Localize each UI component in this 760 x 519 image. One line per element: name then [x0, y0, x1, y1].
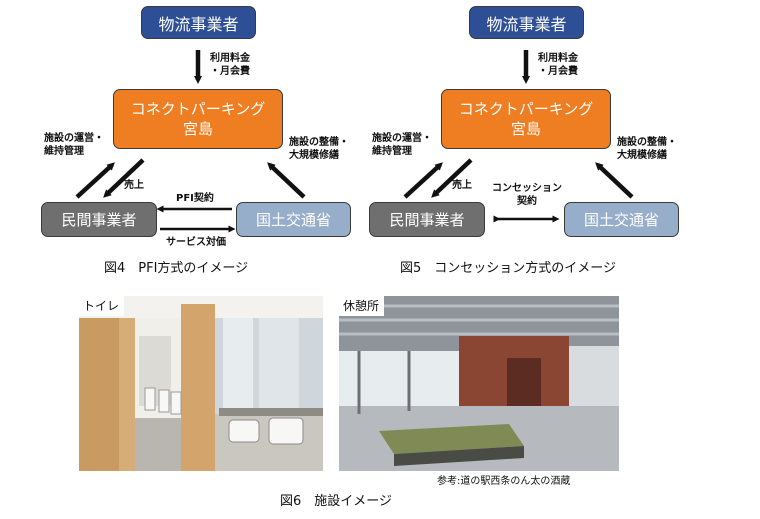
- toilet-image: [79, 296, 323, 471]
- toilet-label: トイレ: [79, 296, 125, 316]
- fig5-logistics-box: 物流事業者: [469, 6, 584, 39]
- fig4-logistics-label: 物流事業者: [158, 14, 239, 34]
- fig4-ops-label: 施設の運営・ 維持管理: [44, 133, 104, 157]
- fig4-service-label: サービス対価: [166, 237, 226, 248]
- lounge-photo: 休憩所: [339, 296, 619, 471]
- fig5-arrow-parking-to-private: [431, 158, 473, 198]
- lounge-reference: 参考:道の駅西条のん太の酒蔵: [437, 476, 571, 487]
- fig5-mlit-box: 国土交通省: [564, 202, 679, 237]
- fig4-fee-label: 利用料金 ・月会費: [210, 53, 250, 77]
- fig6-caption: 図6 施設イメージ: [280, 494, 393, 509]
- fig5-parking-box: コネクトパーキング 宮島: [441, 89, 611, 149]
- fig4-arrow-parking-to-private: [103, 158, 145, 198]
- fig5-contract-label: コンセッション 契約: [492, 183, 562, 207]
- lounge-image: [339, 296, 619, 471]
- fig4-parking-line2: 宮島: [182, 120, 213, 138]
- fig4-private-label: 民間事業者: [61, 211, 137, 229]
- fig4-contract-label: PFI契約: [176, 193, 214, 204]
- fig5-private-box: 民間事業者: [369, 202, 485, 237]
- fig5-parking-line2: 宮島: [510, 120, 541, 138]
- fig5-mlit-label: 国土交通省: [583, 211, 659, 229]
- fig5-private-label: 民間事業者: [389, 211, 465, 229]
- fig5-fee-label: 利用料金 ・月会費: [538, 53, 578, 77]
- fig4-mlit-label: 国土交通省: [255, 211, 331, 229]
- fig5-caption: 図5 コンセッション方式のイメージ: [400, 261, 617, 276]
- fig5-arrow-mlit-to-parking: [595, 162, 634, 199]
- fig5-arrow-private-to-parking: [403, 162, 443, 199]
- fig4-logistics-box: 物流事業者: [141, 6, 256, 39]
- fig4-arrow-mlit-to-parking: [267, 162, 306, 199]
- fig5-maint-label: 施設の整備・ 大規模修繕: [617, 137, 677, 161]
- fig4-maint-label: 施設の整備・ 大規模修繕: [289, 137, 349, 161]
- fig4-parking-line1: コネクトパーキング: [130, 100, 266, 118]
- fig4-mlit-box: 国土交通省: [236, 202, 351, 237]
- fig5-sales-label: 売上: [452, 180, 472, 191]
- fig5-parking-line1: コネクトパーキング: [458, 100, 594, 118]
- fig4-parking-box: コネクトパーキング 宮島: [113, 89, 283, 149]
- fig4-caption: 図4 PFI方式のイメージ: [104, 261, 249, 276]
- fig4-arrow-private-to-parking: [75, 162, 115, 199]
- fig5-ops-label: 施設の運営・ 維持管理: [372, 133, 432, 157]
- lounge-label: 休憩所: [339, 296, 385, 316]
- fig4-private-box: 民間事業者: [41, 202, 157, 237]
- fig4-sales-label: 売上: [124, 180, 144, 191]
- fig5-logistics-label: 物流事業者: [486, 14, 567, 34]
- toilet-photo: トイレ: [79, 296, 323, 471]
